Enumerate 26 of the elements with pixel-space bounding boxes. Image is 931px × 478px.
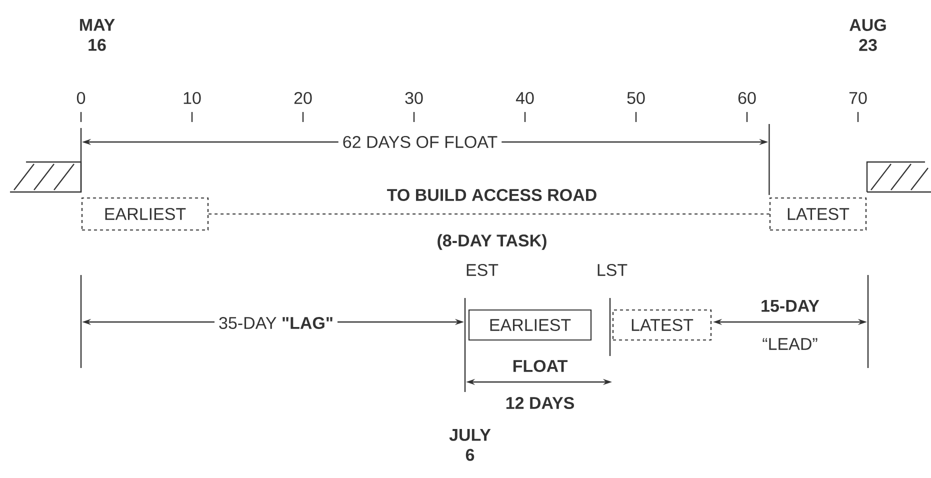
dimension-label: 12 DAYS xyxy=(506,396,574,410)
task-label: (8-DAY TASK) xyxy=(438,234,546,250)
marker-label: LST xyxy=(598,264,628,276)
tick-label: 60 xyxy=(738,92,756,104)
tick-label: 40 xyxy=(516,92,534,104)
tick-label: 70 xyxy=(849,92,867,104)
tick-label: 30 xyxy=(405,92,423,104)
dimension-label: 35-DAY "LAG" xyxy=(214,314,338,331)
marker-label: EST xyxy=(466,264,498,276)
dimension-label: 62 DAYS OF FLOAT xyxy=(338,134,502,150)
tick-label: 10 xyxy=(184,92,201,104)
task-box: LATEST xyxy=(612,309,712,341)
connector-line xyxy=(208,213,770,215)
task-box: EARLIEST xyxy=(468,309,592,341)
date-label: AUG 23 xyxy=(850,18,886,52)
task-label: TO BUILD ACCESS ROAD xyxy=(387,188,596,202)
date-label: MAY 16 xyxy=(80,19,115,51)
dimension-label: 15-DAY xyxy=(762,300,820,312)
tick-label: 20 xyxy=(294,92,312,104)
tick-label: 0 xyxy=(76,92,86,104)
task-box: LATEST xyxy=(769,197,867,231)
tick-label: 50 xyxy=(627,92,645,104)
dimension-label: “LEAD” xyxy=(762,338,818,350)
dimension-label: FLOAT xyxy=(513,360,568,372)
task-box: EARLIEST xyxy=(81,197,209,231)
date-label: JULY 6 xyxy=(449,429,491,461)
